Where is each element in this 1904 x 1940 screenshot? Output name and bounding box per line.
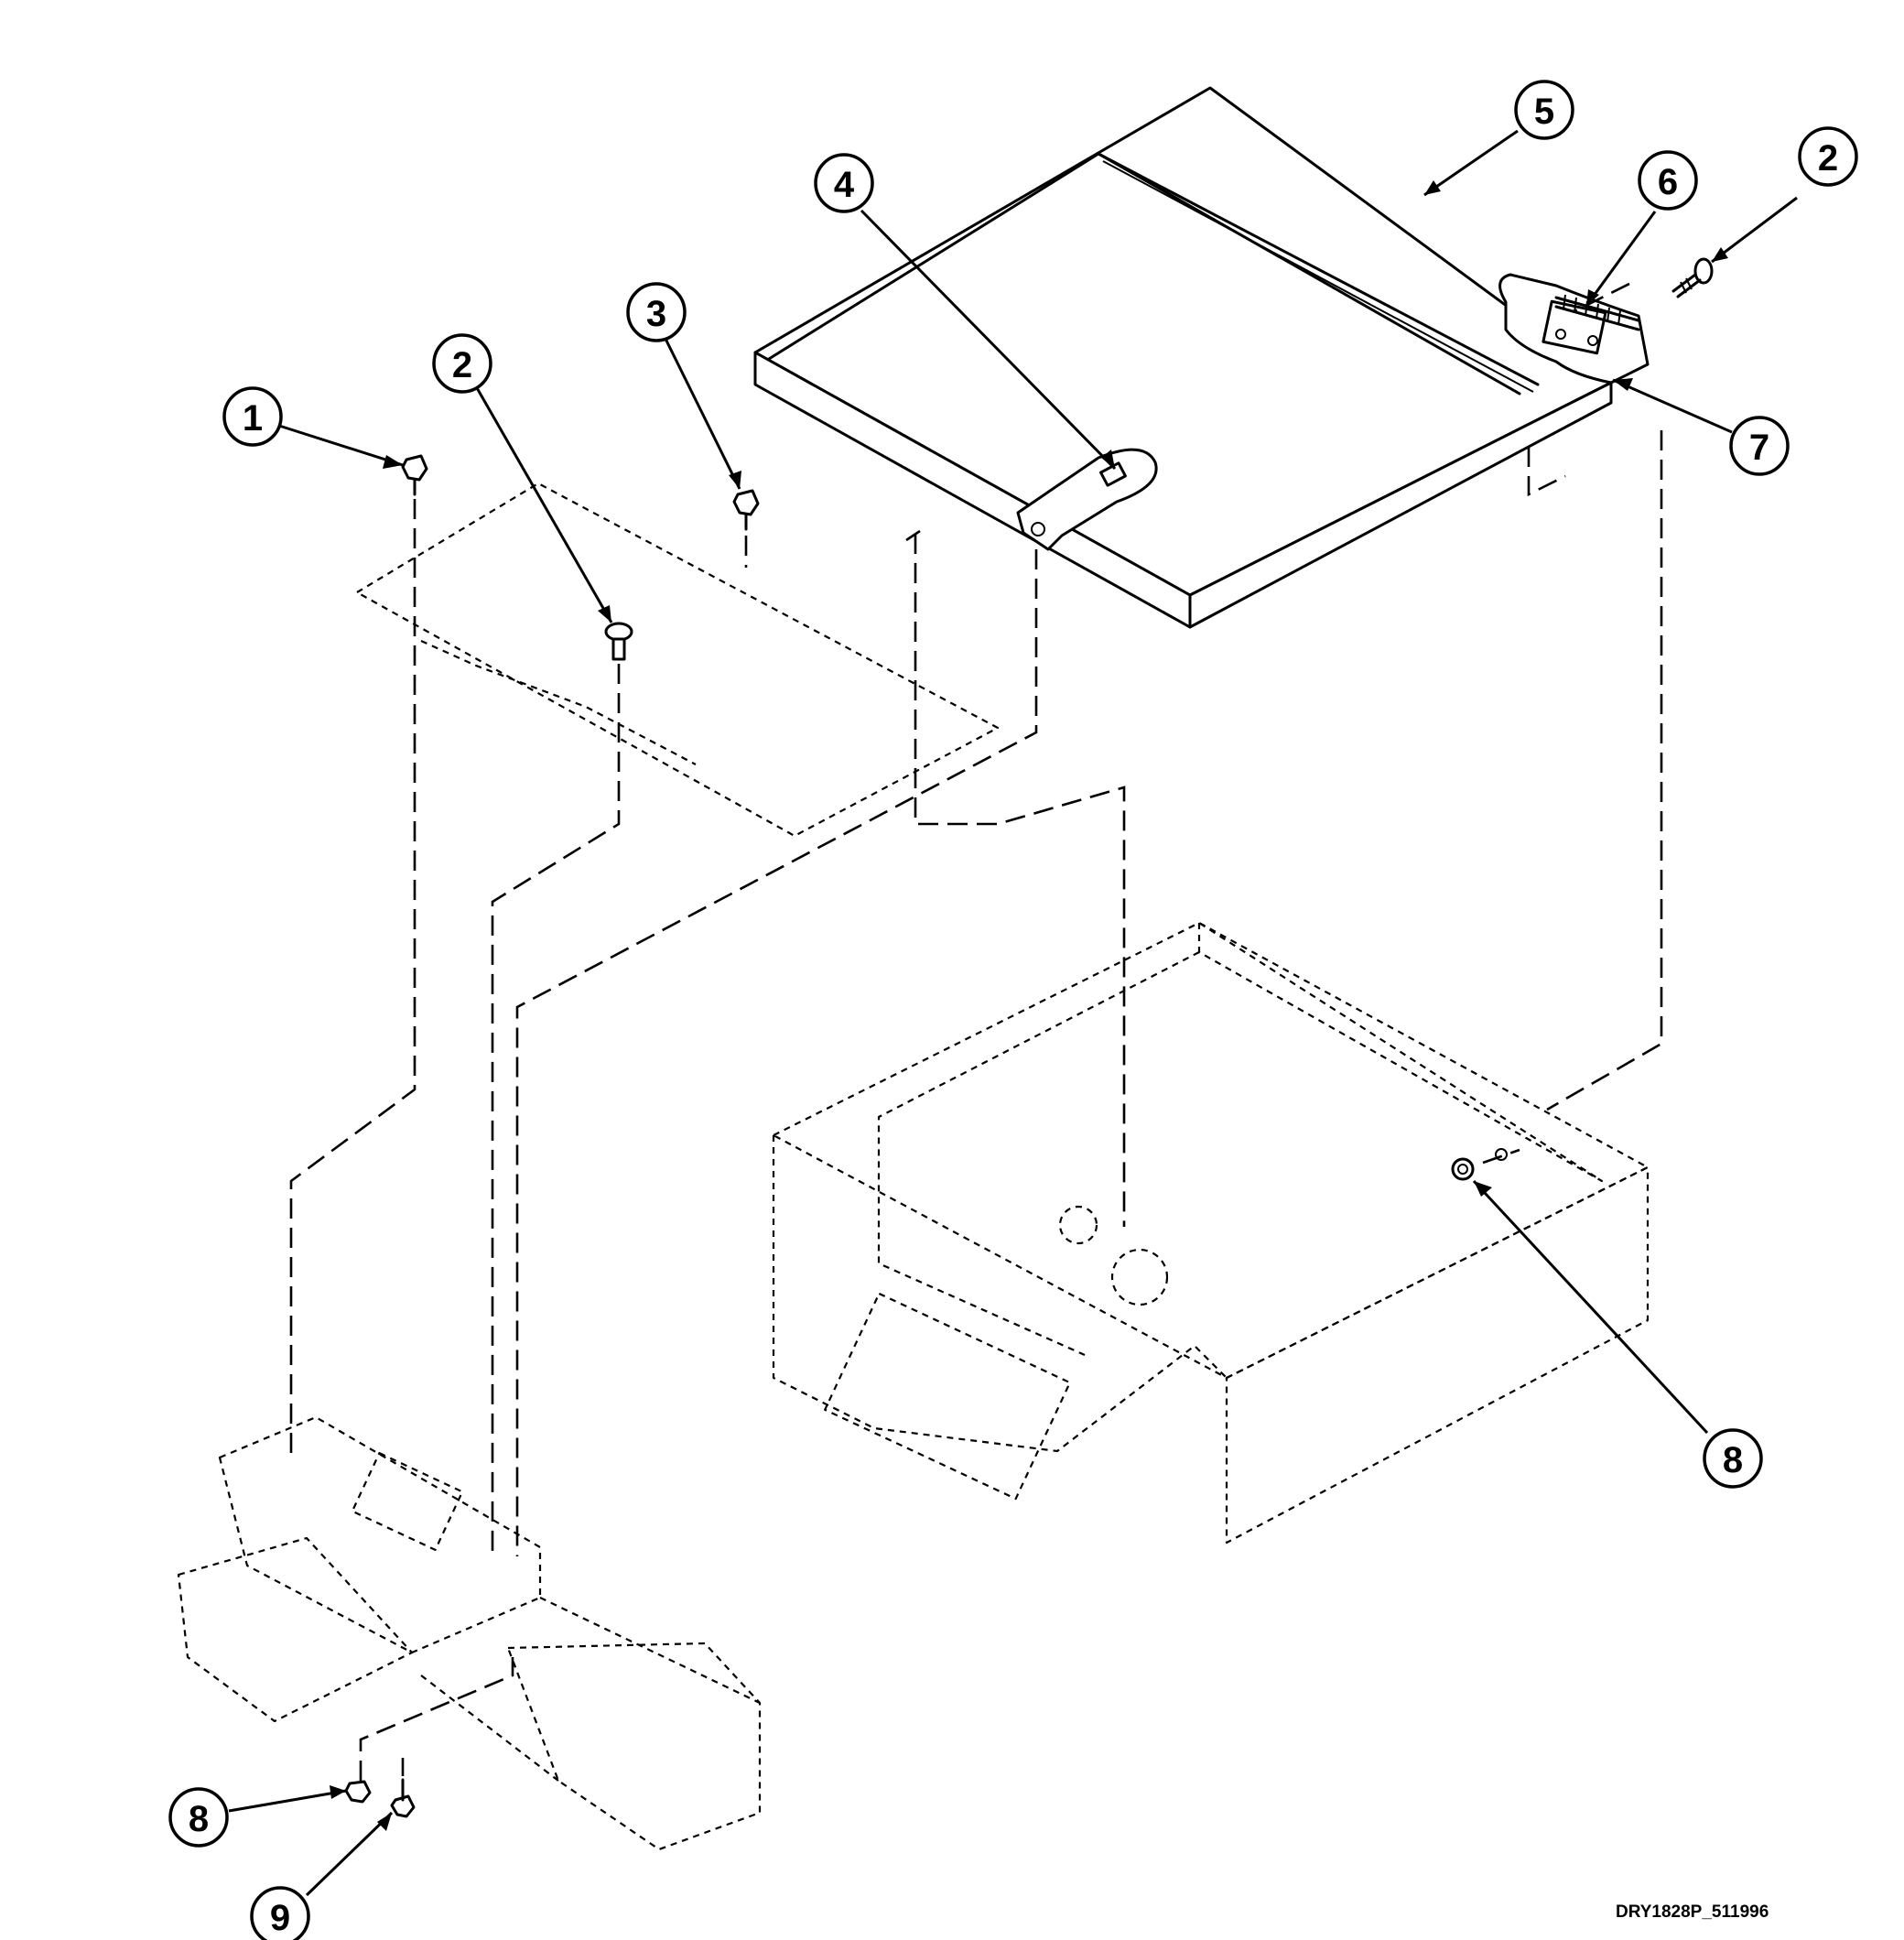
callout-1: 1 bbox=[222, 386, 283, 447]
lid-hinge bbox=[1498, 273, 1650, 385]
phantom-base bbox=[177, 1415, 762, 1851]
phantom-cabinet bbox=[772, 921, 1650, 1544]
phantom-panel bbox=[355, 482, 1000, 838]
callout-6: 6 bbox=[1638, 150, 1698, 211]
screw-part-2-left bbox=[604, 622, 633, 661]
callout-6-label: 6 bbox=[1658, 162, 1678, 202]
leader-lines bbox=[228, 129, 1798, 1897]
callout-8-bottom-label: 8 bbox=[189, 1799, 209, 1839]
callout-9: 9 bbox=[250, 1886, 310, 1940]
callout-2-left-label: 2 bbox=[452, 345, 472, 385]
hinge-barrel bbox=[1554, 294, 1640, 331]
callout-8-right-label: 8 bbox=[1723, 1440, 1743, 1480]
callout-5: 5 bbox=[1514, 80, 1574, 140]
top-lid bbox=[753, 86, 1613, 629]
callout-2-right: 2 bbox=[1798, 126, 1858, 187]
drawing-reference-code: DRY1828P_511996 bbox=[1616, 1902, 1769, 1922]
callout-4: 4 bbox=[814, 153, 874, 213]
callout-3: 3 bbox=[626, 282, 687, 342]
callout-9-label: 9 bbox=[270, 1898, 290, 1938]
screw-part-9 bbox=[390, 1778, 416, 1818]
nut-part-8-bottom bbox=[344, 1780, 372, 1804]
callout-4-label: 4 bbox=[834, 165, 855, 205]
callout-8-bottom: 8 bbox=[168, 1787, 229, 1848]
callout-7: 7 bbox=[1729, 416, 1790, 476]
fastener-part-1 bbox=[401, 454, 428, 496]
fastener-part-3 bbox=[732, 489, 760, 531]
callout-1-label: 1 bbox=[243, 398, 263, 439]
nut-part-8-right bbox=[1451, 1148, 1508, 1181]
callout-7-label: 7 bbox=[1749, 428, 1769, 468]
callout-2-left: 2 bbox=[432, 333, 492, 394]
screw-part-2-right bbox=[1671, 257, 1714, 298]
callout-3-label: 3 bbox=[646, 294, 666, 334]
lid-latch-bracket bbox=[1016, 448, 1158, 551]
callout-2-right-label: 2 bbox=[1818, 138, 1838, 179]
callout-5-label: 5 bbox=[1534, 92, 1554, 132]
callout-8-right: 8 bbox=[1703, 1428, 1763, 1489]
assembly-centerlines bbox=[289, 282, 1663, 1781]
